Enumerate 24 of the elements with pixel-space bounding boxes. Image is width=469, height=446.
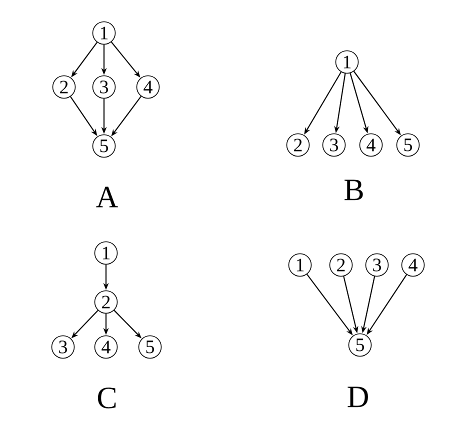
circled-number: 4 — [94, 335, 118, 359]
figure-letter: C — [98, 388, 116, 408]
circled-number: 2 — [52, 75, 76, 99]
circled-number: 2 — [94, 290, 118, 314]
circled-number: 3 — [92, 75, 116, 99]
circled-number: 1 — [94, 241, 118, 265]
circled-number: 1 — [335, 50, 359, 74]
circled-number: 2 — [286, 133, 310, 157]
circled-number: 3 — [322, 133, 346, 157]
circled-number: 4 — [136, 75, 160, 99]
circled-number: 5 — [348, 333, 372, 357]
figure-letter: A — [96, 186, 118, 208]
circled-number: 3 — [51, 335, 75, 359]
circled-number: 4 — [359, 133, 383, 157]
circled-number: 5 — [92, 134, 116, 158]
circled-number: 1 — [92, 21, 116, 45]
circled-number: 2 — [329, 253, 353, 277]
figure-letter: B — [344, 180, 363, 200]
circled-number: 4 — [401, 253, 425, 277]
circled-number: 5 — [138, 335, 162, 359]
figure-letter: D — [348, 386, 368, 408]
circled-number: 3 — [365, 253, 389, 277]
circled-number: 1 — [288, 253, 312, 277]
circled-number: 5 — [396, 133, 420, 157]
